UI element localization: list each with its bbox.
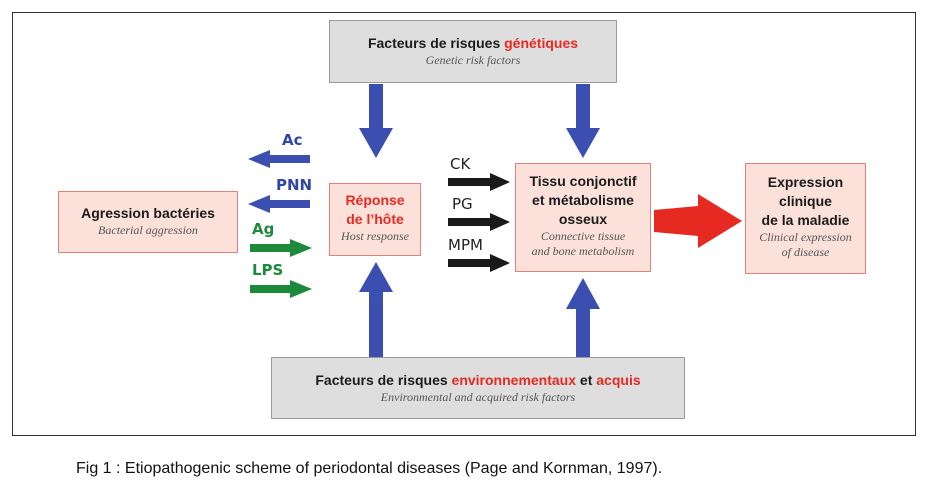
arrow-genetic-to-tissue	[566, 84, 600, 158]
environmental-risk-label-en: Environmental and acquired risk factors	[380, 390, 576, 404]
arrow-mpm	[448, 254, 510, 272]
arrow-ag	[250, 239, 312, 257]
arrow-lps	[250, 280, 312, 298]
tissue-en-line1: Connective tissue	[540, 229, 626, 243]
label-pnn: PNN	[276, 176, 313, 194]
disease-line1: Expression	[767, 174, 844, 190]
genetic-risk-highlight: génétiques	[504, 35, 579, 51]
label-ac: Ac	[282, 131, 303, 149]
bacterial-aggression-box: Agression bactéries Bacterial aggression	[58, 191, 238, 253]
disease-line3: de la maladie	[761, 212, 850, 228]
genetic-risk-prefix: Facteurs de risques	[367, 35, 505, 51]
environmental-risk-box: Facteurs de risques environnementaux et …	[271, 357, 685, 419]
tissue-line3: osseux	[558, 211, 608, 227]
genetic-risk-label-en: Genetic risk factors	[425, 53, 521, 67]
environmental-risk-label-fr: Facteurs de risques environnementaux et …	[272, 371, 684, 390]
clinical-expression-box: Expression clinique de la maladie Clinic…	[745, 163, 866, 274]
disease-en-line1: Clinical expression	[759, 230, 852, 244]
arrow-environmental-to-host	[359, 262, 393, 358]
genetic-risk-box: Facteurs de risques génétiques Genetic r…	[329, 20, 617, 83]
disease-en-line2: of disease	[781, 245, 830, 259]
label-lps: LPS	[252, 261, 284, 279]
arrow-genetic-to-host	[359, 84, 393, 158]
label-ag: Ag	[252, 220, 275, 238]
host-response-line1: Réponse	[345, 192, 405, 208]
label-ck: CK	[450, 155, 471, 173]
host-response-box: Réponse de l’hôte Host response	[329, 183, 421, 256]
tissue-line1: Tissu conjonctif	[529, 173, 637, 189]
arrow-pnn	[248, 195, 310, 213]
bacterial-aggression-label-fr: Agression bactéries	[81, 205, 215, 221]
environmental-prefix: Facteurs de risques	[315, 372, 452, 388]
host-response-line2: de l’hôte	[346, 211, 404, 227]
tissue-metabolism-box: Tissu conjonctif et métabolisme osseux C…	[515, 163, 651, 272]
figure-caption: Fig 1 : Etiopathogenic scheme of periodo…	[76, 460, 663, 477]
disease-line2: clinique	[779, 193, 832, 209]
tissue-line2: et métabolisme	[532, 192, 634, 208]
environmental-highlight1: environnementaux	[451, 372, 577, 388]
arrow-ac	[248, 150, 310, 168]
bacterial-aggression-label-en: Bacterial aggression	[98, 223, 198, 237]
arrow-ck	[448, 173, 510, 191]
arrow-tissue-to-disease	[654, 194, 742, 248]
genetic-risk-label-fr: Facteurs de risques génétiques	[330, 34, 616, 53]
environmental-mid: et	[576, 372, 597, 388]
arrow-pg	[448, 213, 510, 231]
environmental-highlight2: acquis	[596, 372, 641, 388]
arrow-environmental-to-tissue	[566, 278, 600, 358]
label-pg: PG	[452, 195, 473, 213]
tissue-en-line2: and bone metabolism	[531, 244, 635, 258]
label-mpm: MPM	[448, 236, 483, 254]
host-response-label-en: Host response	[341, 229, 409, 243]
